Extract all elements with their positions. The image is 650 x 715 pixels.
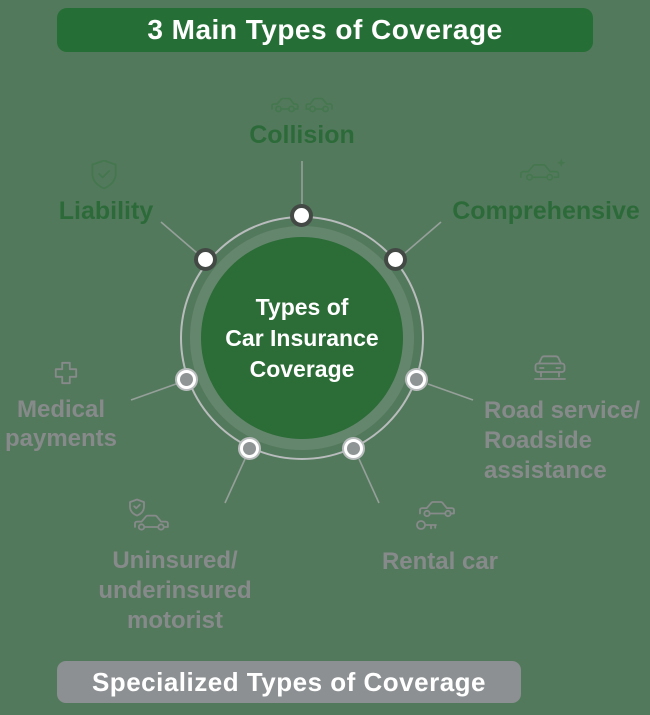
shield-check-icon (89, 158, 119, 192)
label-liability: Liability (58, 197, 154, 225)
spoke-comprehensive (404, 221, 442, 254)
label-medical-payments: Medical payments (0, 395, 122, 453)
hub-circle: Types of Car Insurance Coverage (201, 237, 403, 439)
node-collision (290, 204, 313, 227)
label-uninsured-line-1: Uninsured/ (112, 547, 238, 574)
node-comprehensive (384, 248, 407, 271)
main-types-banner-label: 3 Main Types of Coverage (147, 14, 503, 45)
node-liability (194, 248, 217, 271)
label-comprehensive: Comprehensive (452, 197, 640, 225)
spoke-road-service (427, 383, 474, 401)
spoke-rental (358, 458, 380, 504)
car-key-icon (412, 497, 458, 533)
label-road-line-1: Road service/ (484, 397, 641, 424)
label-uninsured-line-2: underinsured (98, 577, 252, 604)
label-collision: Collision (249, 121, 355, 149)
label-road-line-3: assistance (484, 457, 607, 484)
hub-title-line-3: Coverage (249, 355, 355, 382)
spoke-medical (130, 383, 177, 401)
car-sparkle-icon (518, 156, 568, 185)
label-uninsured-motorist: Uninsured/ underinsured motorist (75, 546, 275, 636)
specialized-types-banner-label: Specialized Types of Coverage (91, 666, 487, 697)
collision-cars-icon (270, 90, 334, 116)
node-medical-payments (175, 368, 198, 391)
label-rental-car: Rental car (381, 548, 499, 575)
label-medical-line-1: Medical (16, 396, 106, 423)
hub-title-line-2: Car Insurance (225, 324, 379, 351)
node-rental-car (342, 437, 365, 460)
hub-title-line-1: Types of (255, 293, 349, 320)
shield-car-icon (126, 497, 170, 533)
label-road-line-2: Roadside (484, 427, 593, 454)
label-medical-line-2: payments (4, 425, 118, 452)
label-road-service: Road service/ Roadside assistance (484, 396, 650, 486)
node-road-service (405, 368, 428, 391)
car-roadside-icon (531, 350, 569, 382)
spoke-uninsured (224, 458, 246, 504)
main-types-banner: 3 Main Types of Coverage (57, 8, 593, 52)
spoke-liability (160, 221, 198, 254)
specialized-types-banner: Specialized Types of Coverage (57, 661, 521, 703)
medical-cross-icon (53, 360, 79, 386)
label-uninsured-line-3: motorist (127, 607, 223, 634)
node-uninsured-motorist (238, 437, 261, 460)
